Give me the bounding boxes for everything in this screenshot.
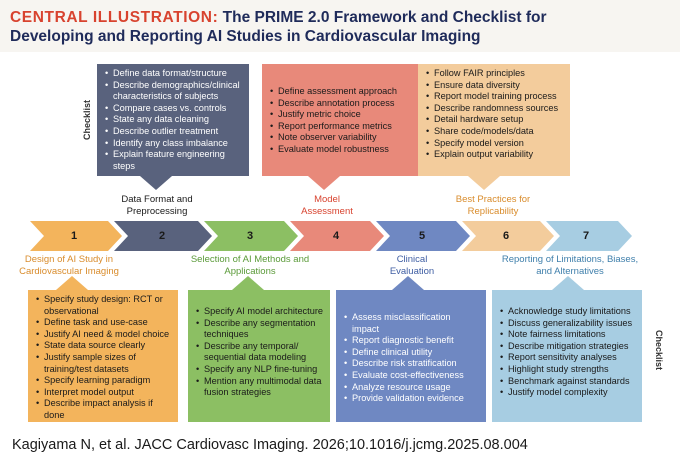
list-item: Acknowledge study limitations xyxy=(500,306,636,318)
list-item: Compare cases vs. controls xyxy=(105,103,243,115)
list-item: Benchmark against standards xyxy=(500,376,636,388)
stage-label-6: Best Practices for Replicability xyxy=(455,194,531,217)
stage-number-5: 5 xyxy=(418,230,426,242)
stage-number-6: 6 xyxy=(502,230,510,242)
list-item: Describe demographics/clinical character… xyxy=(105,80,243,103)
list-item: Detail hardware setup xyxy=(426,114,564,126)
title-line1: The PRIME 2.0 Framework and Checklist fo… xyxy=(222,9,547,26)
list-item: Justify model complexity xyxy=(500,387,636,399)
list-item: Specify learning paradigm xyxy=(36,375,172,387)
list-item: Share code/models/data xyxy=(426,126,564,138)
list-item: Describe mitigation strategies xyxy=(500,341,636,353)
list-replicability: Follow FAIR principles Ensure data diver… xyxy=(426,68,564,161)
list-limitations: Acknowledge study limitations Discuss ge… xyxy=(500,306,636,399)
list-item: Explain feature engineering steps xyxy=(105,149,243,172)
box-replicability: Follow FAIR principles Ensure data diver… xyxy=(418,64,570,176)
list-item: Explain output variability xyxy=(426,149,564,161)
list-item: Justify AI need & model choice xyxy=(36,329,172,341)
list-item: Evaluate model robustness xyxy=(270,144,412,156)
list-item: Describe impact analysis if done xyxy=(36,398,172,421)
list-item: Mention any multimodal data fusion strat… xyxy=(196,376,324,399)
list-study-design: Specify study design: RCT or observation… xyxy=(36,294,172,422)
pointer-study-design xyxy=(56,276,88,290)
stage-number-4: 4 xyxy=(332,230,340,242)
list-item: Define data format/structure xyxy=(105,68,243,80)
list-item: Provide validation evidence xyxy=(344,393,480,405)
list-item: Note observer variability xyxy=(270,132,412,144)
pointer-replicability xyxy=(468,176,500,190)
list-item: State data source clearly xyxy=(36,340,172,352)
list-item: Follow FAIR principles xyxy=(426,68,564,80)
list-item: Describe annotation process xyxy=(270,98,412,110)
checklist-label-top: Checklist xyxy=(82,99,92,140)
pointer-ai-methods xyxy=(232,276,264,290)
list-item: Specify any NLP fine-tuning xyxy=(196,364,324,376)
list-item: Describe risk stratification xyxy=(344,358,480,370)
stage-label-7: Reporting of Limitations, Biases, and Al… xyxy=(501,254,639,277)
stage-number-3: 3 xyxy=(246,230,254,242)
list-item: Identify any class imbalance xyxy=(105,138,243,150)
list-item: Describe any segmentation techniques xyxy=(196,318,324,341)
list-item: Justify metric choice xyxy=(270,109,412,121)
stage-number-1: 1 xyxy=(70,230,78,242)
header-band xyxy=(0,0,680,52)
list-item: Describe any temporal/ sequential data m… xyxy=(196,341,324,364)
stage-label-5: Clinical Evaluation xyxy=(389,254,435,277)
list-item: State any data cleaning xyxy=(105,114,243,126)
box-study-design: Specify study design: RCT or observation… xyxy=(28,290,178,422)
box-ai-methods: Specify AI model architecture Describe a… xyxy=(188,290,330,422)
title-line2: Developing and Reporting AI Studies in C… xyxy=(10,28,481,45)
stage-label-4: Model Assessment xyxy=(301,194,353,217)
box-limitations: Acknowledge study limitations Discuss ge… xyxy=(492,290,642,422)
box-data-format: Define data format/structure Describe de… xyxy=(97,64,249,176)
list-item: Describe outlier treatment xyxy=(105,126,243,138)
list-item: Justify sample sizes of training/test da… xyxy=(36,352,172,375)
checklist-label-bottom: Checklist xyxy=(654,330,664,371)
pointer-limitations xyxy=(552,276,584,290)
box-model-assessment: Define assessment approach Describe anno… xyxy=(262,64,418,176)
list-item: Ensure data diversity xyxy=(426,80,564,92)
stage-label-1: Design of AI Study in Cardiovascular Ima… xyxy=(19,254,119,277)
list-ai-methods: Specify AI model architecture Describe a… xyxy=(196,306,324,399)
list-item: Assess misclassification impact xyxy=(344,312,480,335)
list-item: Define assessment approach xyxy=(270,86,412,98)
list-item: Describe randomness sources xyxy=(426,103,564,115)
list-item: Specify study design: RCT or observation… xyxy=(36,294,172,317)
stage-label-2: Data Format and Preprocessing xyxy=(121,194,193,217)
list-item: Report performance metrics xyxy=(270,121,412,133)
list-item: Define clinical utility xyxy=(344,347,480,359)
stage-number-7: 7 xyxy=(582,230,590,242)
list-item: Interpret model output xyxy=(36,387,172,399)
list-item: Specify AI model architecture xyxy=(196,306,324,318)
box-clinical-eval: Assess misclassification impact Report d… xyxy=(336,290,486,422)
list-item: Report diagnostic benefit xyxy=(344,335,480,347)
list-item: Evaluate cost-effectiveness xyxy=(344,370,480,382)
footer xyxy=(0,426,680,467)
list-item: Highlight study strengths xyxy=(500,364,636,376)
citation: Kagiyama N, et al. JACC Cardiovasc Imagi… xyxy=(12,437,528,453)
pointer-clinical-eval xyxy=(392,276,424,290)
list-clinical-eval: Assess misclassification impact Report d… xyxy=(344,312,480,405)
list-item: Analyze resource usage xyxy=(344,382,480,394)
title-prefix: CENTRAL ILLUSTRATION: xyxy=(10,9,219,26)
page-title: CENTRAL ILLUSTRATION: The PRIME 2.0 Fram… xyxy=(10,8,670,46)
list-item: Define task and use-case xyxy=(36,317,172,329)
stage-number-2: 2 xyxy=(158,230,166,242)
pointer-model-assessment xyxy=(308,176,340,190)
pointer-data-format xyxy=(140,176,172,190)
stage-label-3: Selection of AI Methods and Applications xyxy=(190,254,310,277)
list-item: Report sensitivity analyses xyxy=(500,352,636,364)
list-model-assessment: Define assessment approach Describe anno… xyxy=(270,86,412,156)
list-item: Specify model version xyxy=(426,138,564,150)
list-item: Discuss generalizability issues xyxy=(500,318,636,330)
list-data-format: Define data format/structure Describe de… xyxy=(105,68,243,172)
list-item: Note fairness limitations xyxy=(500,329,636,341)
list-item: Report model training process xyxy=(426,91,564,103)
